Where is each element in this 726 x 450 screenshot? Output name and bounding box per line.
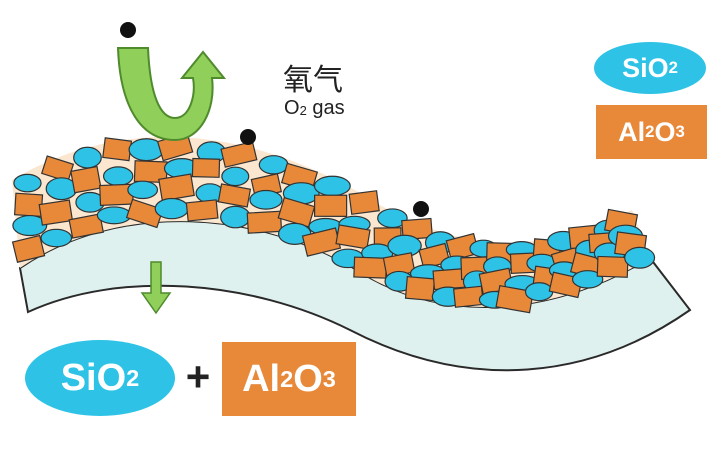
al2o3-particle — [401, 217, 433, 241]
al2o3-particle — [68, 213, 105, 239]
al2o3-particle — [125, 198, 164, 229]
oxygen-label-cn: 氧气 — [283, 63, 343, 98]
coating-particles — [11, 132, 656, 314]
sio2-particle — [73, 146, 102, 169]
sio2-particle — [96, 206, 132, 225]
sio2-particle — [40, 228, 73, 248]
impurity-dot — [413, 201, 429, 217]
oxygen-label-en: O2 gas — [284, 97, 345, 119]
al2o3-particle — [70, 165, 102, 194]
sio2-particle — [387, 234, 422, 257]
al2o3-particle — [495, 284, 534, 314]
al2o3-particle — [353, 256, 388, 279]
al2o3-particle — [102, 137, 133, 162]
al2o3-particle — [277, 196, 316, 228]
sio2-particle — [127, 180, 159, 200]
impurity-dot — [120, 22, 136, 38]
sio2-particle — [524, 282, 554, 302]
al2o3-particle — [13, 192, 44, 218]
al2o3-particle — [220, 140, 258, 168]
al2o3-particle — [11, 234, 46, 263]
al2o3-particle — [596, 255, 629, 278]
al2o3-particle — [452, 285, 484, 308]
sio2-particle — [624, 246, 656, 269]
impurity-dot — [240, 129, 256, 145]
sio2-particle — [220, 205, 251, 229]
sio2-particle — [571, 270, 604, 289]
downward-arrow — [140, 261, 172, 315]
al2o3-particle — [348, 190, 380, 215]
sio2-particle — [12, 214, 48, 237]
al2o3-particle — [185, 199, 219, 222]
sio2-particle — [102, 166, 134, 187]
sio2-particle — [13, 173, 42, 193]
sio2-particle — [313, 175, 351, 197]
sio2-particle — [154, 197, 189, 220]
plus-sign: + — [185, 353, 211, 400]
al2o3-particle — [314, 194, 348, 217]
al2o3-particle — [38, 199, 74, 226]
al2o3-particle — [432, 268, 466, 291]
sio2-particle — [249, 189, 283, 210]
al2o3-particle — [404, 275, 436, 302]
al2o3-particle — [158, 173, 195, 202]
sio2-particle — [258, 155, 289, 175]
al2o3-particle — [217, 183, 252, 208]
al2o3-particle — [246, 210, 283, 234]
al2o3-particle — [335, 224, 371, 250]
sio2-particle — [221, 166, 250, 187]
al2o3-particle — [191, 157, 221, 178]
oxygen-flow-arrow — [116, 47, 227, 142]
